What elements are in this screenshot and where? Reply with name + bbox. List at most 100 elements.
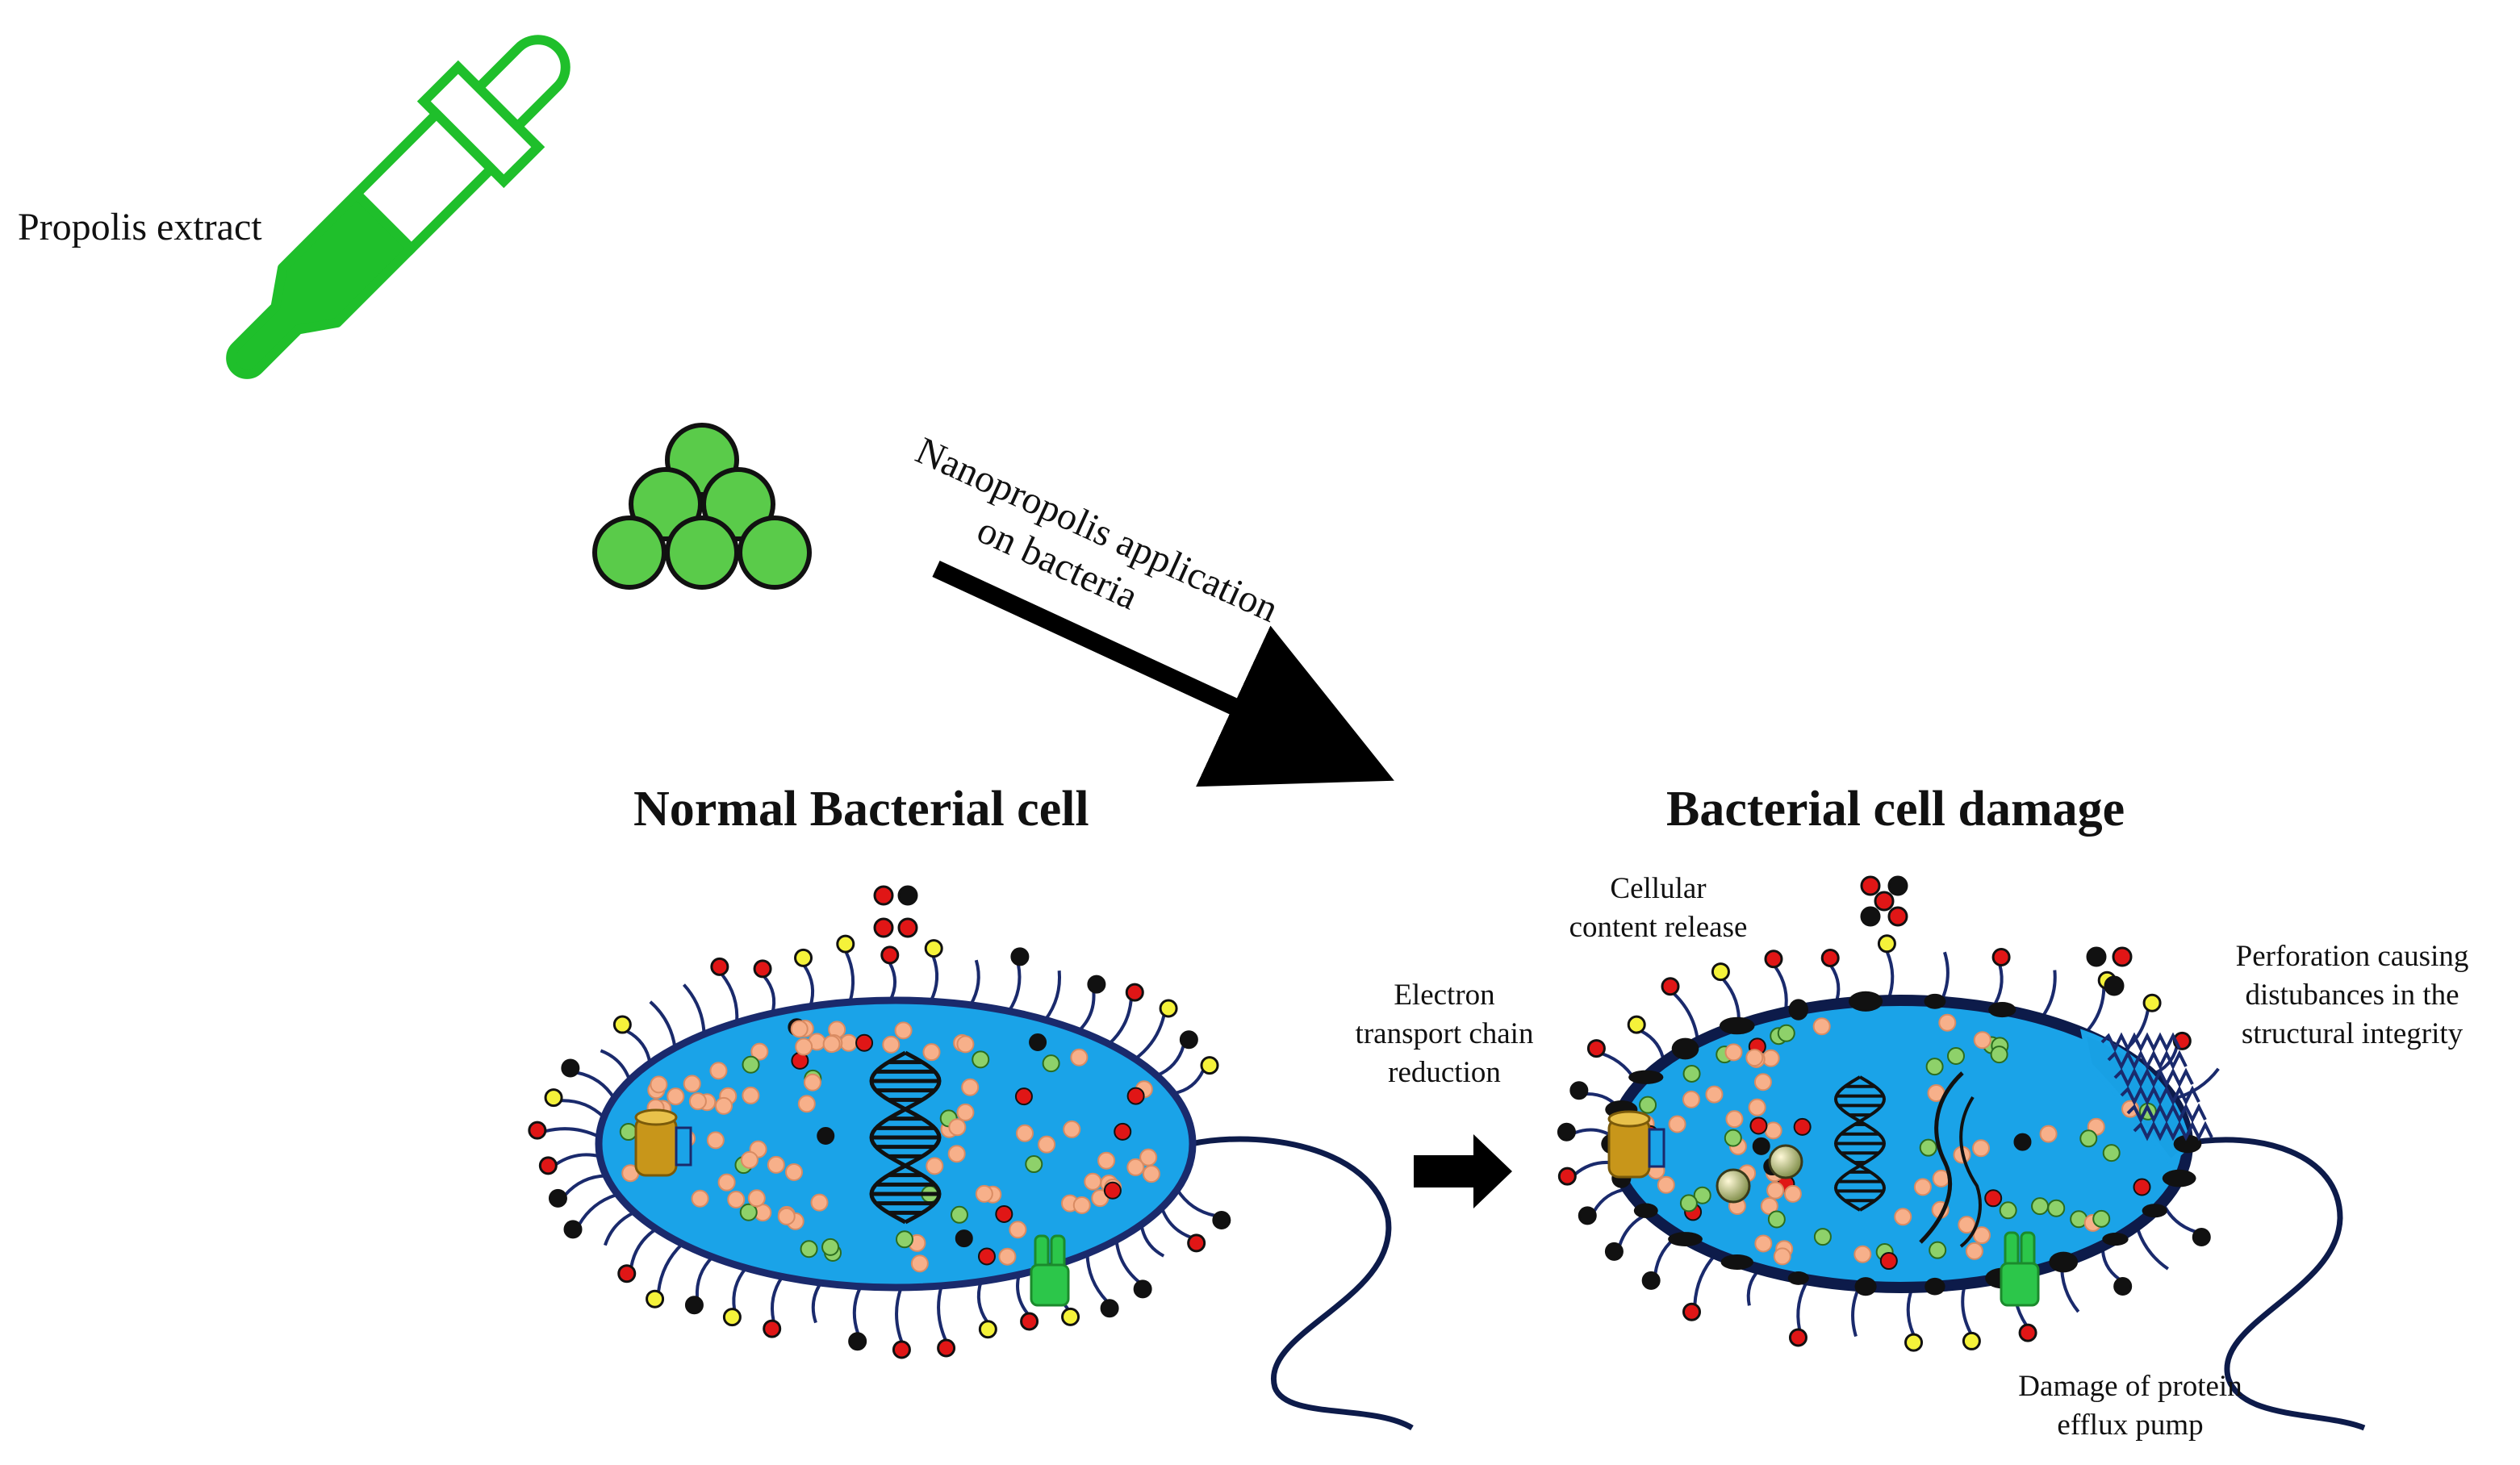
electron-transport-line-1: Electron <box>1394 979 1495 1012</box>
exterior-particle <box>646 1289 665 1308</box>
interior-particle <box>742 1055 760 1074</box>
vesicle-icon <box>1716 1168 1751 1204</box>
interior-particle <box>1097 1151 1116 1170</box>
interior-particle <box>1114 1122 1132 1141</box>
membrane-bleb <box>2049 1251 2079 1273</box>
wave-line <box>2133 1121 2213 1142</box>
pilus <box>811 1282 822 1324</box>
interior-particle <box>995 1204 1013 1223</box>
pilus <box>895 1287 904 1342</box>
interior-particle <box>795 1037 813 1056</box>
interior-particle <box>947 1145 966 1163</box>
exterior-particle <box>1641 1271 1661 1290</box>
pilus <box>1693 1253 1718 1305</box>
pilus <box>603 1210 636 1246</box>
interior-particle <box>1972 1139 1991 1158</box>
interior-particle <box>1767 1210 1786 1229</box>
pilus <box>852 1285 863 1334</box>
pilus <box>976 1280 988 1322</box>
exterior-particle <box>1087 975 1106 994</box>
exterior-particle <box>1125 983 1144 1002</box>
pilus <box>1906 1287 1916 1335</box>
interior-particle <box>2133 1178 2151 1196</box>
pilus <box>1592 1187 1628 1212</box>
exterior-particle <box>1661 977 1680 996</box>
interior-particle <box>691 1189 709 1208</box>
interior-particle <box>977 1247 996 1266</box>
pilus <box>969 959 980 1006</box>
interior-particle <box>1813 1228 1832 1246</box>
interior-particle <box>1139 1148 1158 1167</box>
exterior-particle <box>1820 948 1840 967</box>
interior-particle <box>839 1033 858 1052</box>
interior-particle <box>1773 1247 1791 1266</box>
interior-particle <box>1972 1226 1991 1245</box>
exterior-particle <box>548 1188 567 1208</box>
membrane-bleb <box>1787 1271 1809 1285</box>
membrane-bleb <box>1628 1070 1664 1084</box>
application-arrow <box>932 561 1394 787</box>
interior-particle <box>747 1189 766 1208</box>
perforation-label: Perforation causing distubances in the s… <box>2187 937 2518 1054</box>
damaged-flagellum <box>2183 1137 2366 1431</box>
membrane-bleb <box>2173 1134 2202 1154</box>
pilus <box>732 1267 748 1310</box>
interior-particle <box>2031 1197 2050 1216</box>
interior-particle <box>1913 1178 1932 1196</box>
propolis-extract-label: Propolis extract <box>18 206 262 248</box>
interior-particle <box>1929 1241 1947 1259</box>
fragmented-dna-strand-2 <box>1959 1096 1982 1248</box>
pilus <box>1107 999 1133 1046</box>
interior-particle <box>803 1073 821 1091</box>
pilus <box>600 1049 632 1081</box>
pilus <box>844 951 855 1003</box>
pilus <box>545 1127 600 1138</box>
fragmented-dna-strand <box>1919 1071 1964 1244</box>
membrane-bleb <box>1924 993 1946 1009</box>
interior-particle <box>1668 1115 1686 1133</box>
interior-particle <box>1014 1087 1033 1106</box>
interior-particle <box>785 1162 804 1181</box>
interior-particle <box>790 1020 809 1038</box>
exterior-particle <box>880 945 900 965</box>
interior-particle <box>955 1229 973 1248</box>
pilus <box>626 1029 652 1064</box>
interior-particle <box>717 1173 736 1192</box>
damaged-cell-heading: Bacterial cell damage <box>1666 782 2125 837</box>
interior-particle <box>1777 1024 1795 1042</box>
interior-particle <box>895 1230 913 1249</box>
pilus <box>657 1242 684 1292</box>
nanoparticle-cluster-icon <box>592 423 812 590</box>
wave-line <box>2107 1050 2188 1071</box>
membrane-bleb <box>1720 1254 1753 1270</box>
exterior-particle <box>1020 1312 1039 1331</box>
interior-particle <box>1894 1208 1912 1226</box>
interior-particle <box>1879 1252 1898 1271</box>
interior-particle <box>1682 1090 1700 1108</box>
exterior-particle <box>1061 1307 1080 1326</box>
pilus <box>937 1285 947 1341</box>
released-particle <box>873 885 894 906</box>
pilus <box>1851 1285 1862 1338</box>
exterior-particle <box>848 1332 867 1351</box>
interior-particle <box>1657 1175 1675 1194</box>
pilus <box>1774 966 1788 1013</box>
released-particle <box>2104 975 2125 996</box>
exterior-particle <box>763 1319 782 1338</box>
membrane-bleb <box>1988 1001 2016 1018</box>
interior-particle <box>1984 1189 2003 1208</box>
exterior-particle <box>1010 947 1030 966</box>
interior-particle <box>1752 1137 1770 1155</box>
pilus <box>1134 1014 1166 1061</box>
exterior-particle <box>1877 934 1896 954</box>
normal-porin-icon <box>634 1108 692 1177</box>
interior-particle <box>894 1021 913 1040</box>
interior-particle <box>709 1062 728 1080</box>
exterior-particle <box>937 1338 956 1358</box>
interior-particle <box>1853 1245 1872 1263</box>
interior-particle <box>1725 1110 1744 1129</box>
interior-particle <box>2013 1133 2032 1151</box>
exterior-particle <box>538 1156 558 1175</box>
interior-particle <box>1029 1033 1047 1052</box>
